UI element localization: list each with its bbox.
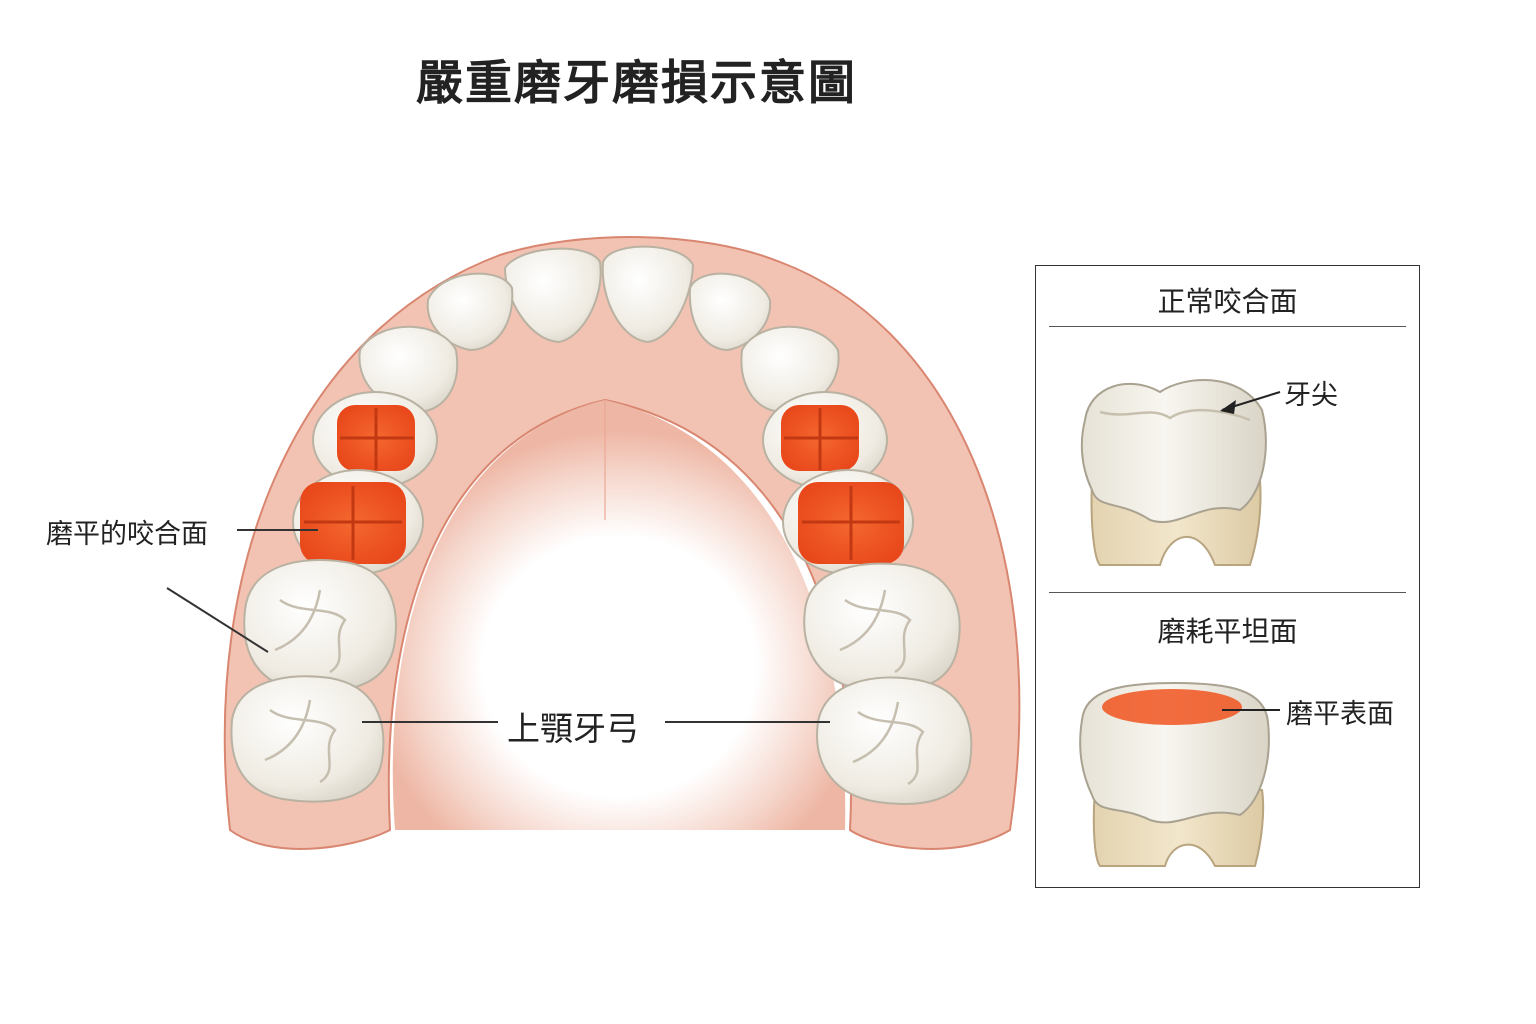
premolar-left-upper (312, 391, 438, 489)
molar-right-1 (803, 562, 961, 693)
label-worn-surface: 磨平表面 (1286, 699, 1394, 730)
premolar-right-upper (762, 391, 888, 489)
page-title: 嚴重磨牙磨損示意圖 (416, 56, 857, 111)
leader-lines (166, 529, 830, 723)
molars (230, 559, 973, 805)
worn-flat-heading: 磨耗平坦面 (1157, 615, 1298, 648)
comparison-panel: 正常咬合面 磨耗平坦面 (1035, 265, 1420, 888)
normal-occlusal-heading: 正常咬合面 (1157, 285, 1298, 318)
anterior-teeth (358, 245, 840, 414)
worn-flat-surface (1102, 689, 1242, 725)
worn-tooth-illustration (1079, 681, 1280, 867)
label-flattened-occlusal: 磨平的咬合面 (46, 519, 208, 550)
molar-right-2 (816, 676, 973, 805)
molar-left-1 (243, 559, 397, 693)
label-maxillary-arch: 上顎牙弓 (507, 709, 639, 748)
panel-divider-top (1049, 326, 1406, 327)
premolar-right-lower (782, 469, 914, 575)
normal-tooth-illustration (1080, 378, 1281, 566)
worn-premolars (292, 391, 914, 575)
panel-divider-middle (1049, 592, 1406, 593)
molar-left-2 (230, 675, 385, 803)
premolar-left-lower (292, 469, 424, 575)
label-cusp: 牙尖 (1284, 380, 1338, 411)
leader-diagonal (166, 587, 269, 653)
